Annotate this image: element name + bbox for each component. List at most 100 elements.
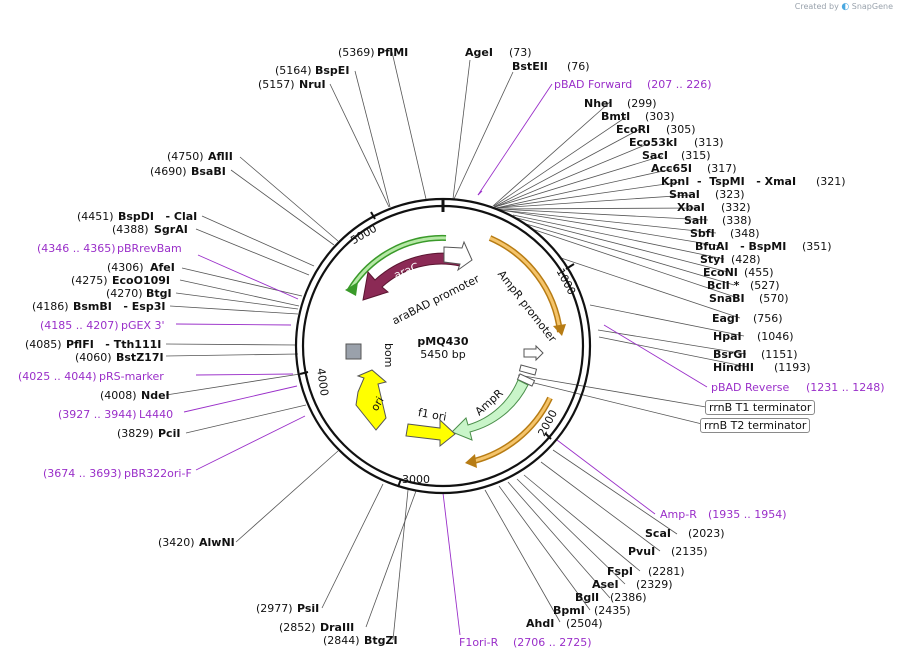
enzyme-name[interactable]: BpmI	[553, 604, 585, 617]
enzyme-name[interactable]: PvuI	[628, 545, 655, 558]
enzyme-pos: (351)	[802, 240, 832, 253]
enzyme-name[interactable]: BglI	[575, 591, 599, 604]
enzyme-pos: (4060)	[75, 351, 112, 364]
snapgene-logo-icon: ◐	[841, 2, 850, 12]
enzyme-name[interactable]: AfeI	[150, 261, 175, 274]
ampr-promoter-arrow[interactable]	[523, 344, 544, 362]
enzyme-name[interactable]: BsmBI - Esp3I	[73, 300, 165, 313]
enzyme-pos: (317)	[707, 162, 737, 175]
ori-feature[interactable]	[355, 369, 388, 431]
enzyme-name[interactable]: BstEII	[512, 60, 548, 73]
enzyme-name[interactable]: PsiI	[297, 602, 319, 615]
credit-prefix: Created by	[794, 2, 839, 11]
enzyme-name[interactable]: BmtI	[601, 110, 630, 123]
enzyme-pos: (332)	[721, 201, 751, 214]
enzyme-name[interactable]: AgeI	[465, 46, 493, 59]
arabad-promoter-arrow[interactable]	[443, 240, 473, 272]
enzyme-name[interactable]: SalI	[684, 214, 707, 227]
enzyme-pos: (570)	[759, 292, 789, 305]
enzyme-name[interactable]: AflII	[208, 150, 233, 163]
enzyme-pos: (527)	[750, 279, 780, 292]
orange-arc-top	[488, 235, 563, 333]
enzyme-name[interactable]: BsrGI	[713, 348, 746, 361]
enzyme-name[interactable]: FspI	[607, 565, 633, 578]
enzyme-name[interactable]: SgrAI	[154, 223, 188, 236]
enzyme-name[interactable]: XbaI	[677, 201, 705, 214]
bom-feature[interactable]	[345, 343, 362, 360]
enzyme-name[interactable]: HindIII	[713, 361, 754, 374]
tick-3000: 3000	[402, 473, 430, 486]
enzyme-pos: (428)	[731, 253, 761, 266]
primer-name[interactable]: F1ori-R	[459, 636, 499, 649]
arac-arc-arrow	[345, 282, 358, 296]
enzyme-name[interactable]: KpnI - TspMI - XmaI	[661, 175, 796, 188]
enzyme-name[interactable]: NdeI	[141, 389, 170, 402]
enzyme-name[interactable]: BfuAI - BspMI	[695, 240, 786, 253]
enzyme-name[interactable]: AseI	[592, 578, 619, 591]
tick-5000: 5000	[348, 222, 379, 247]
primer-name[interactable]: pBRrevBam	[117, 242, 182, 255]
enzyme-name[interactable]: NheI	[584, 97, 613, 110]
leader-lines	[165, 51, 749, 641]
enzyme-pos: (315)	[681, 149, 711, 162]
plasmid-name: pMQ430	[417, 335, 468, 348]
enzyme-name[interactable]: SbfI	[690, 227, 715, 240]
enzyme-name[interactable]: EcoO109I	[112, 274, 170, 287]
enzyme-name[interactable]: StyI	[700, 253, 724, 266]
enzyme-pos: (2281)	[648, 565, 685, 578]
enzyme-name[interactable]: PflFI - Tth111I	[66, 338, 161, 351]
enzyme-pos: (313)	[694, 136, 724, 149]
enzyme-pos: (5369)	[338, 46, 375, 59]
primer-name[interactable]: pBR322ori-F	[124, 467, 192, 480]
primer-name[interactable]: pBAD Reverse	[711, 381, 789, 394]
enzyme-pos: (4388)	[112, 223, 149, 236]
enzyme-name[interactable]: SnaBI	[709, 292, 745, 305]
primer-name[interactable]: pBAD Forward	[554, 78, 632, 91]
enzyme-name[interactable]: DraIII	[320, 621, 354, 634]
enzyme-name[interactable]: BspDI - ClaI	[118, 210, 197, 223]
f1-ori-label: f1 ori	[417, 406, 448, 424]
enzyme-name[interactable]: Eco53kI	[629, 136, 677, 149]
f1-ori-feature[interactable]	[405, 418, 456, 448]
enzyme-name[interactable]: BstZ17I	[116, 351, 164, 364]
enzyme-name[interactable]: AhdI	[526, 617, 554, 630]
enzyme-name[interactable]: EcoNI	[703, 266, 738, 279]
primer-range: (1935 .. 1954)	[708, 508, 787, 521]
arabad-promoter-label: araBAD promoter	[390, 272, 482, 327]
enzyme-name[interactable]: PciI	[158, 427, 180, 440]
enzyme-name[interactable]: BsaBI	[191, 165, 226, 178]
enzyme-name[interactable]: SmaI	[669, 188, 700, 201]
primer-name[interactable]: Amp-R	[660, 508, 697, 521]
enzyme-name[interactable]: AlwNI	[199, 536, 235, 549]
enzyme-name[interactable]: PflMI	[377, 46, 408, 59]
plasmid-size: 5450 bp	[420, 348, 465, 361]
primer-labels: pBAD Forward (207 .. 226) pBAD Reverse (…	[18, 78, 885, 649]
enzyme-name[interactable]: Acc65I	[651, 162, 692, 175]
enzyme-pos: (2329)	[636, 578, 673, 591]
ampr-feature[interactable]	[451, 379, 529, 441]
enzyme-pos: (323)	[715, 188, 745, 201]
primer-name[interactable]: L4440	[139, 408, 173, 421]
enzyme-pos: (2977)	[256, 602, 293, 615]
credit-brand: SnapGene	[851, 2, 893, 11]
enzyme-pos: (2504)	[566, 617, 603, 630]
enzyme-name[interactable]: ScaI	[645, 527, 671, 540]
enzyme-name[interactable]: SacI	[642, 149, 668, 162]
enzyme-pos: (4451)	[77, 210, 114, 223]
enzyme-pos: (2023)	[688, 527, 725, 540]
enzyme-name[interactable]: EcoRI	[616, 123, 650, 136]
enzyme-name[interactable]: NruI	[299, 78, 326, 91]
rrnb-t2-terminator-label[interactable]: rrnB T2 terminator	[700, 418, 811, 433]
primer-leaders	[175, 83, 708, 636]
primer-name[interactable]: pGEX 3'	[121, 319, 165, 332]
enzyme-name[interactable]: BtgZI	[364, 634, 398, 647]
enzyme-name[interactable]: BclI *	[707, 279, 740, 292]
rrnb-t1-terminator-label[interactable]: rrnB T1 terminator	[705, 400, 816, 415]
enzyme-name[interactable]: EagI	[712, 312, 739, 325]
enzyme-name[interactable]: HpaI	[713, 330, 742, 343]
enzyme-name[interactable]: BspEI	[315, 64, 349, 77]
enzyme-name[interactable]: BtgI	[146, 287, 172, 300]
ticks	[299, 211, 575, 488]
enzyme-pos: (1193)	[774, 361, 811, 374]
primer-name[interactable]: pRS-marker	[99, 370, 164, 383]
